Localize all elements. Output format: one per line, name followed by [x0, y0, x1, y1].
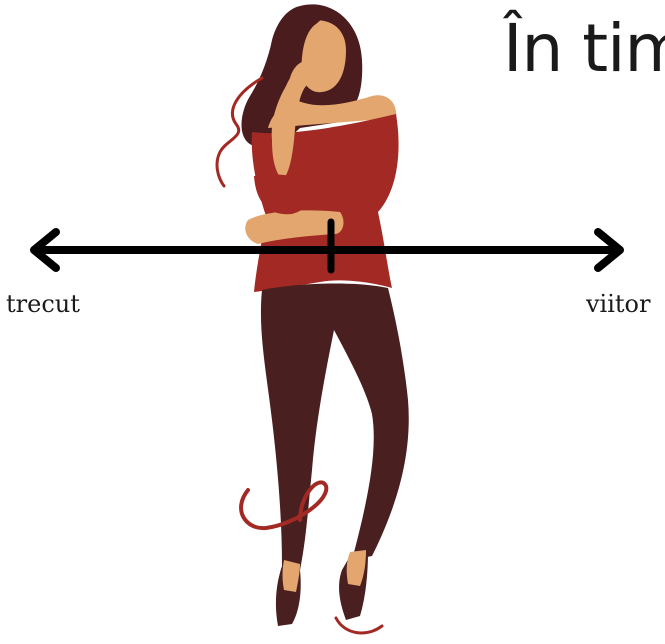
page-title: În timp [503, 16, 665, 82]
timeline-label-past: trecut [6, 292, 80, 316]
woman-figure [242, 4, 409, 626]
squiggle-foot-accent [336, 618, 382, 633]
legs [261, 284, 409, 570]
timeline-label-future: viitor [586, 292, 650, 316]
